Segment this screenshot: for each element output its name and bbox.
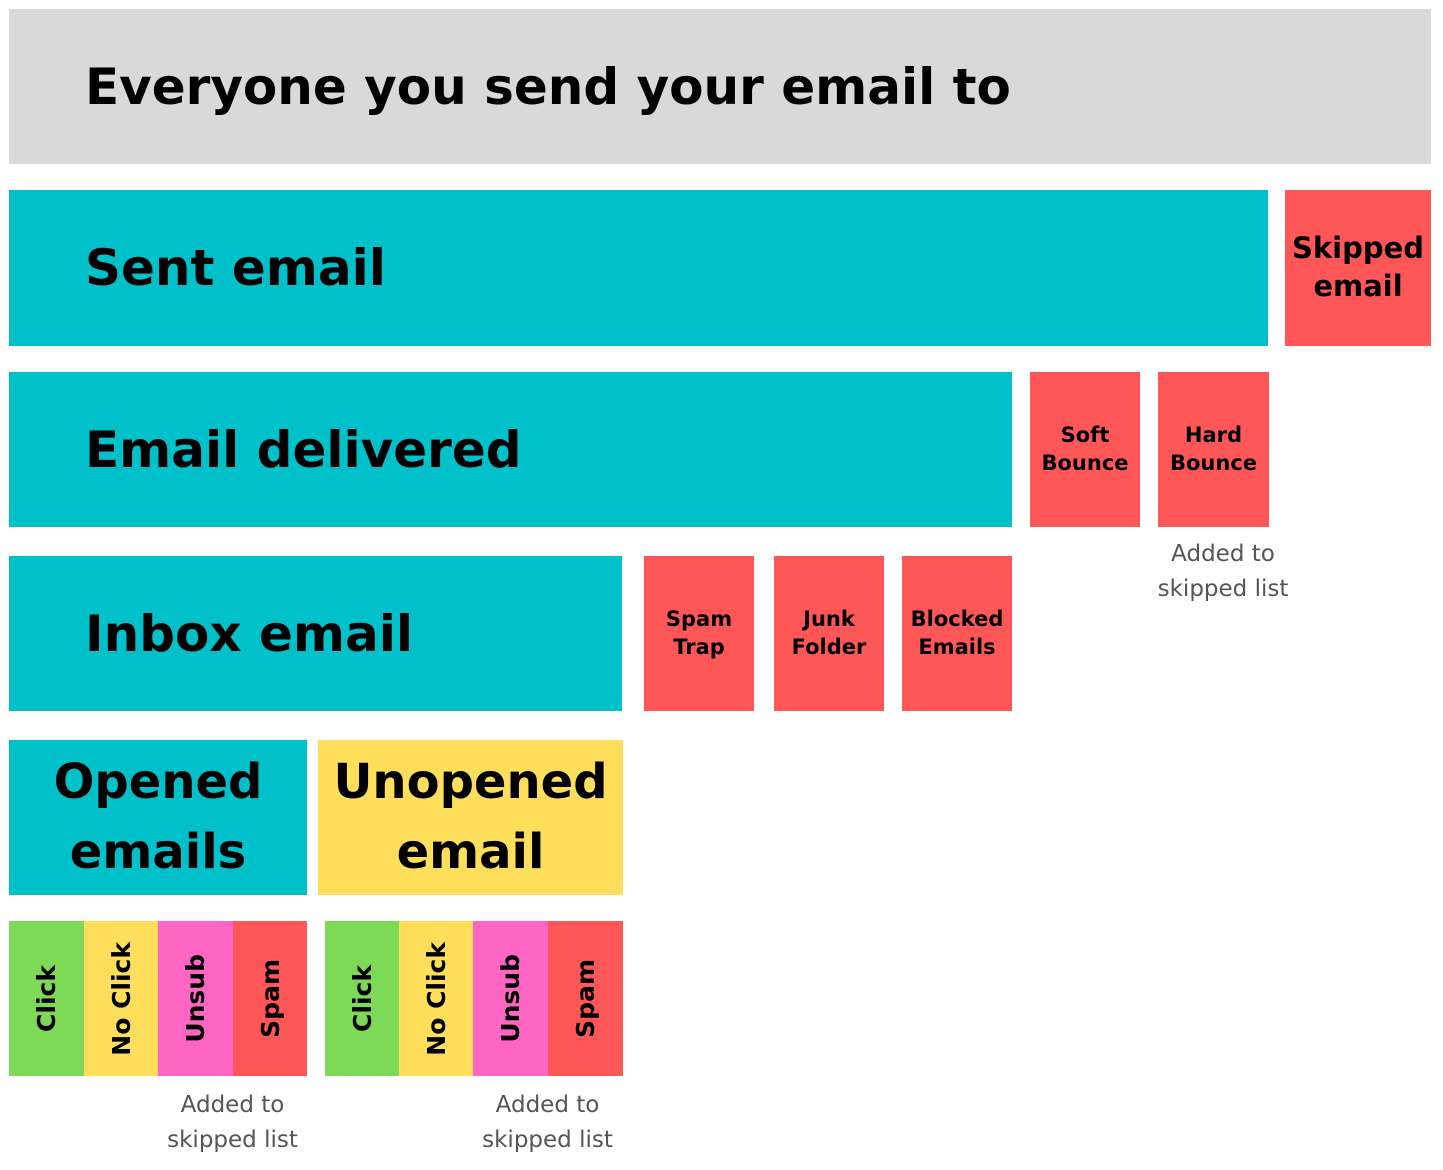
hard-bounce-box: Hard Bounce bbox=[1158, 372, 1269, 527]
unopened-click-box: Click bbox=[325, 921, 400, 1076]
opened-spam-box: Spam bbox=[233, 921, 307, 1076]
blocked-emails-box: Blocked Emails bbox=[902, 556, 1012, 711]
bounce-note: Added to skipped list bbox=[1143, 537, 1303, 606]
unopened-email-box: Unopened email bbox=[318, 740, 623, 895]
unopened-note-line-1: Added to bbox=[495, 1092, 600, 1118]
opened-unsub-label: Unsub bbox=[181, 954, 210, 1043]
junk-folder-box: Junk Folder bbox=[774, 556, 884, 711]
spam-trap-box: Spam Trap bbox=[644, 556, 754, 711]
unopened-spam-label: Spam bbox=[571, 959, 600, 1038]
hard-bounce-line-1: Hard bbox=[1184, 423, 1243, 448]
opened-click-label: Click bbox=[32, 965, 61, 1032]
everyone-bar: Everyone you send your email to bbox=[9, 9, 1431, 164]
email-delivered-bar: Email delivered bbox=[9, 372, 1012, 527]
unopened-line-1: Unopened bbox=[333, 753, 608, 810]
email-delivered-label: Email delivered bbox=[85, 420, 522, 479]
soft-bounce-line-1: Soft bbox=[1060, 423, 1110, 448]
sent-email-label: Sent email bbox=[85, 239, 386, 297]
unopened-unsub-box: Unsub bbox=[473, 921, 548, 1076]
unopened-unsub-label: Unsub bbox=[496, 954, 525, 1043]
soft-bounce-box: Soft Bounce bbox=[1030, 372, 1140, 527]
opened-note-line-1: Added to bbox=[180, 1092, 285, 1118]
junk-folder-line-2: Folder bbox=[791, 634, 867, 659]
opened-note-line-2: skipped list bbox=[167, 1126, 298, 1153]
unopened-note-line-2: skipped list bbox=[482, 1126, 613, 1153]
opened-no-click-label: No Click bbox=[107, 941, 136, 1056]
opened-note: Added to skipped list bbox=[150, 1088, 315, 1157]
unopened-no-click-label: No Click bbox=[422, 941, 451, 1056]
spam-trap-line-1: Spam bbox=[665, 607, 733, 632]
blocked-emails-line-2: Emails bbox=[918, 634, 996, 659]
opened-click-box: Click bbox=[9, 921, 84, 1076]
blocked-emails-line-1: Blocked bbox=[910, 607, 1004, 632]
junk-folder-line-1: Junk bbox=[803, 607, 855, 632]
unopened-spam-box: Spam bbox=[548, 921, 623, 1076]
unopened-click-label: Click bbox=[348, 965, 377, 1032]
everyone-label: Everyone you send your email to bbox=[85, 57, 1011, 116]
soft-bounce-line-2: Bounce bbox=[1041, 450, 1129, 475]
opened-line-2: emails bbox=[69, 823, 247, 880]
inbox-email-label: Inbox email bbox=[85, 604, 414, 663]
sent-email-bar: Sent email bbox=[9, 190, 1268, 346]
bounce-note-line-1: Added to bbox=[1171, 541, 1275, 567]
inbox-email-bar: Inbox email bbox=[9, 556, 622, 711]
skipped-email-box: Skipped email bbox=[1285, 190, 1431, 346]
bounce-note-line-2: skipped list bbox=[1157, 575, 1289, 602]
unopened-line-2: email bbox=[396, 823, 545, 880]
opened-line-1: Opened bbox=[53, 753, 263, 810]
opened-emails-box: Opened emails bbox=[9, 740, 307, 895]
opened-unsub-box: Unsub bbox=[158, 921, 233, 1076]
opened-no-click-box: No Click bbox=[84, 921, 159, 1076]
hard-bounce-line-2: Bounce bbox=[1169, 450, 1258, 475]
skipped-email-line-2: email bbox=[1313, 269, 1403, 303]
unopened-note: Added to skipped list bbox=[465, 1088, 630, 1157]
skipped-email-line-1: Skipped bbox=[1291, 231, 1425, 266]
opened-spam-label: Spam bbox=[255, 959, 285, 1038]
unopened-no-click-box: No Click bbox=[399, 921, 474, 1076]
spam-trap-line-2: Trap bbox=[673, 634, 725, 659]
